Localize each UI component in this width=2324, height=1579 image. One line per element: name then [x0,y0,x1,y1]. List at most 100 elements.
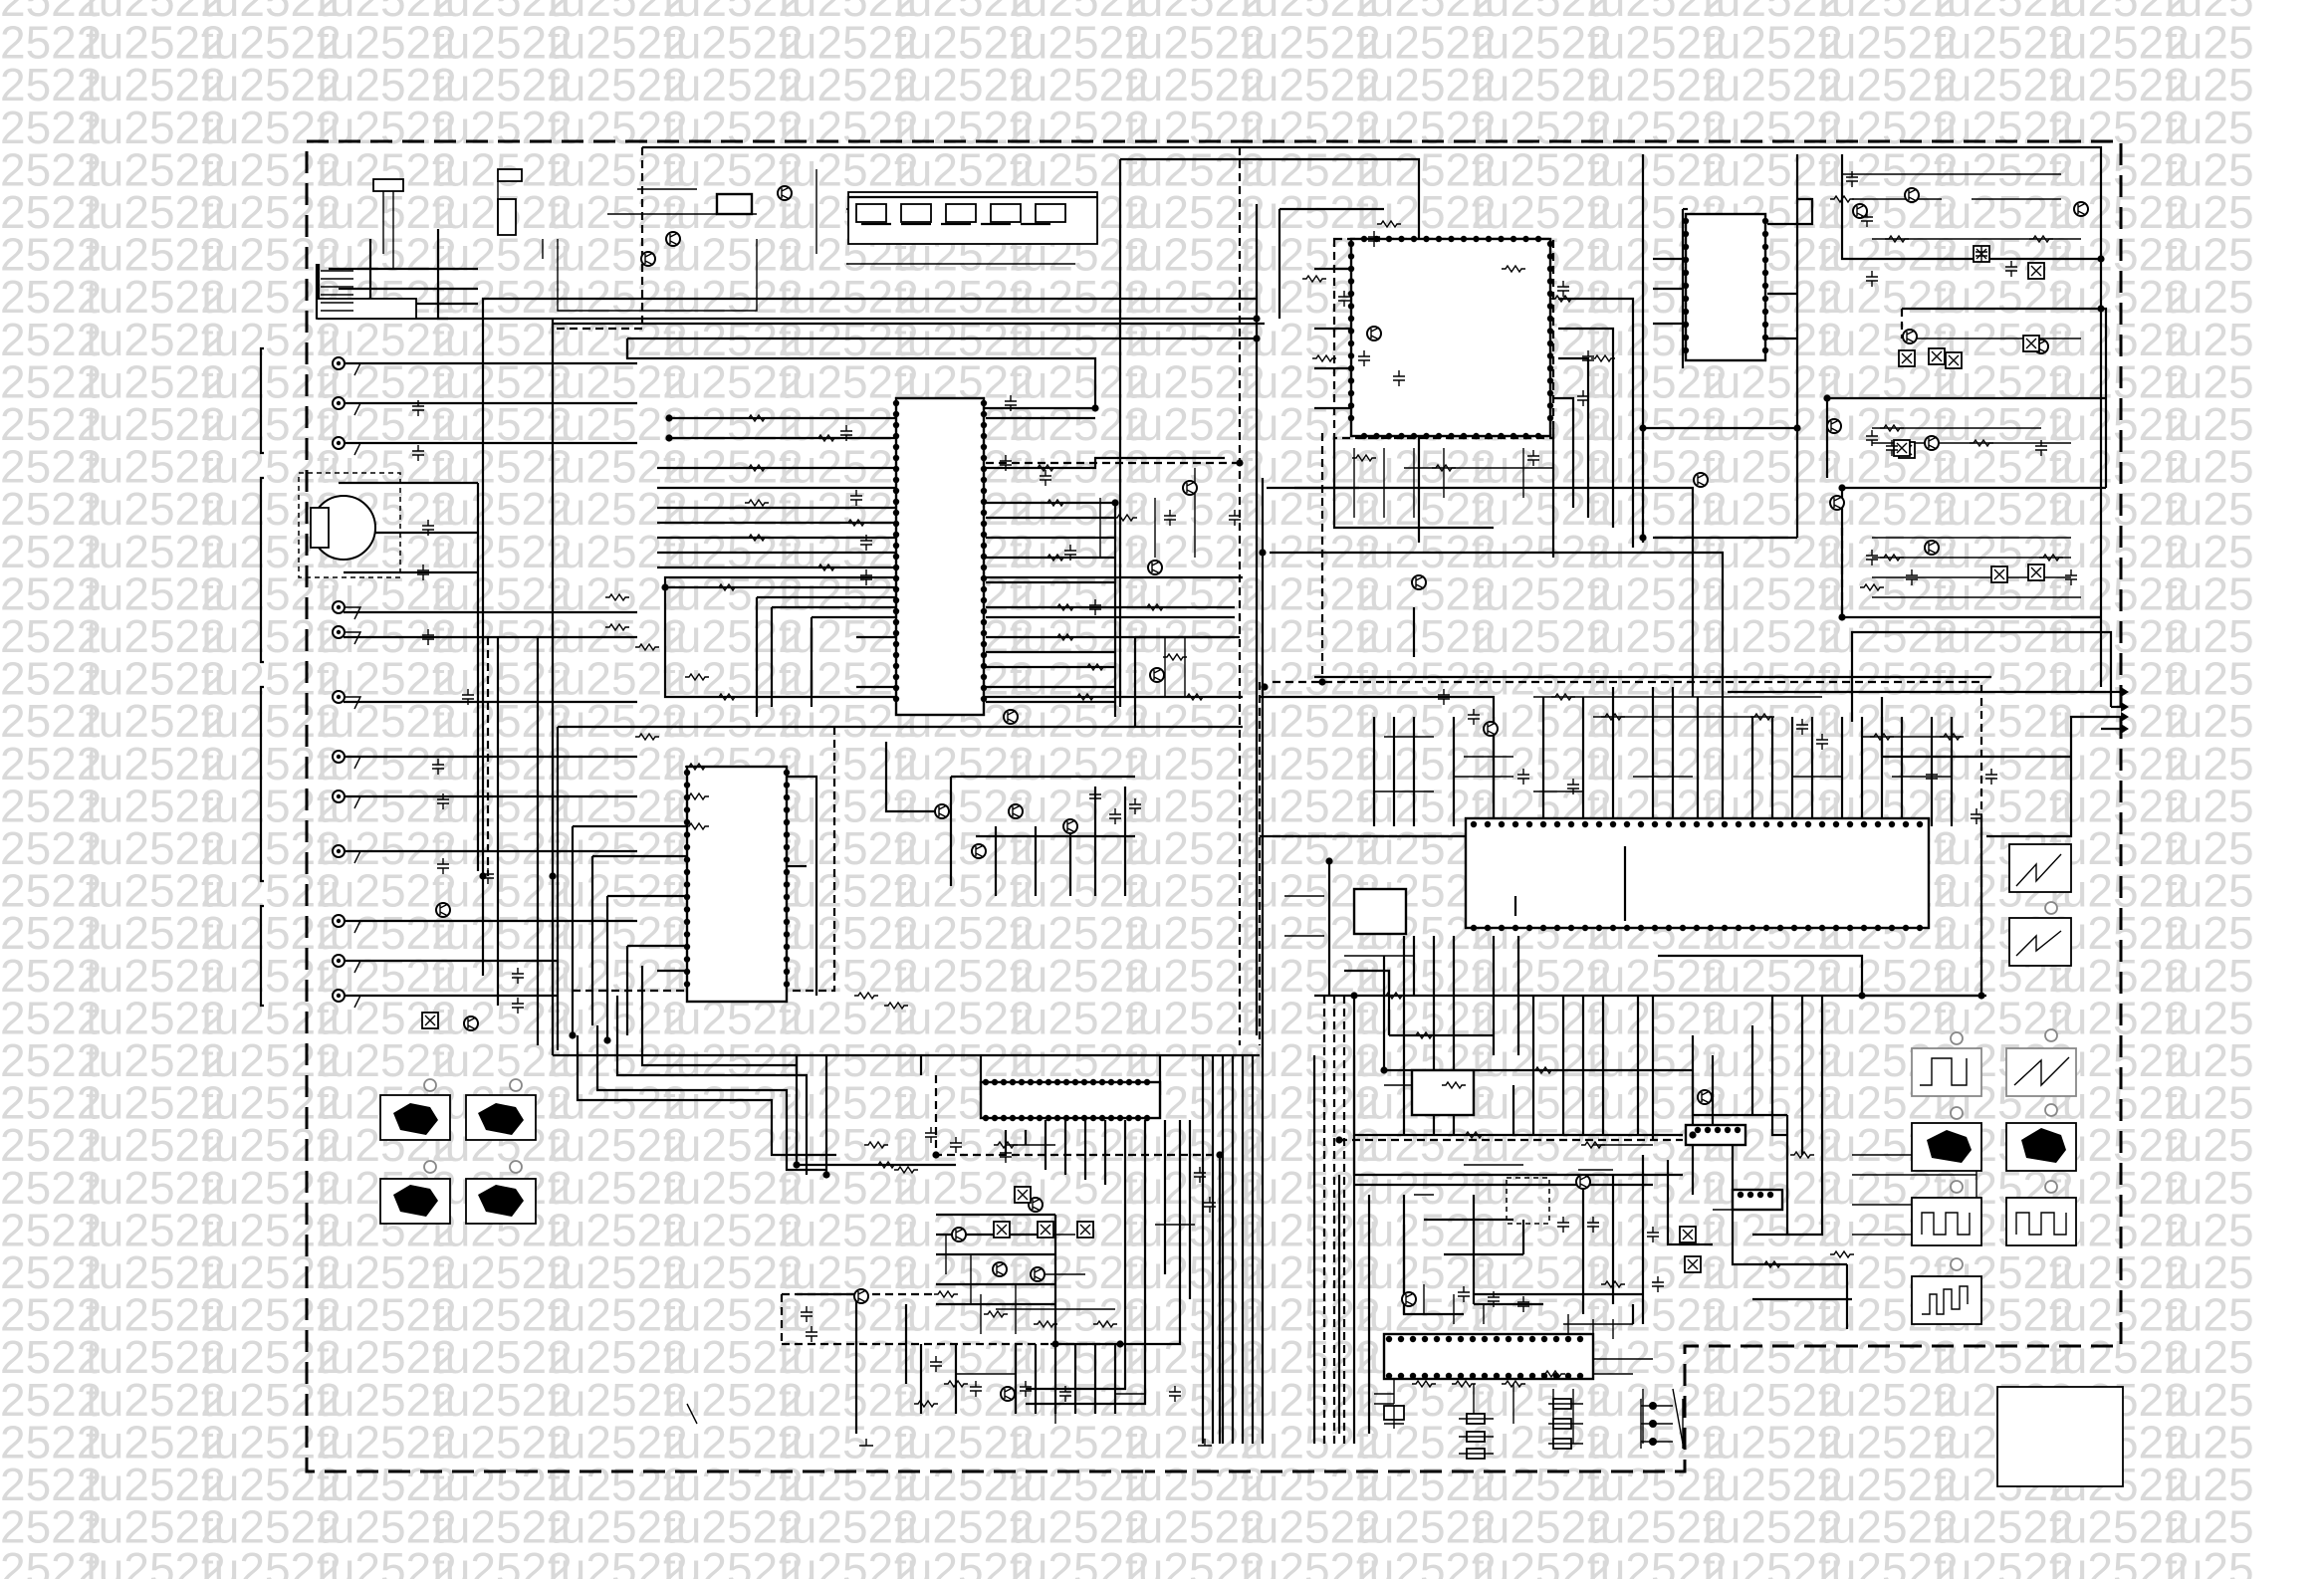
waveform-panels [379,843,2077,1325]
watermark-text: tu2522 [1934,483,2074,535]
transistor [463,1015,479,1031]
watermark-text: tu2522 [201,653,342,705]
capacitor [806,1326,817,1342]
junction-dot [1639,424,1647,432]
watermark-text: tu2522 [548,441,688,493]
ic-1 [894,396,986,717]
watermark-text: tu2522 [1703,610,1843,662]
watermark-text: tu2522 [1703,1543,1843,1579]
watermark-text: tu2522 [663,483,804,535]
watermark-text: tu2522 [1934,59,2074,111]
capacitor [1567,779,1579,794]
capacitor [860,569,872,585]
junction-dot [822,1171,830,1179]
junction-dot [2097,255,2105,263]
watermark-text: tu2522 [1010,950,1150,1002]
jack-connector [332,790,362,809]
watermark-text: tu2522 [1010,1543,1150,1579]
watermark-text: tu25 [2165,1162,2254,1214]
capacitor [432,759,444,775]
watermark-text: tu25 [2165,314,2254,365]
transistor [971,843,987,859]
watermark-text: tu25 [2165,102,2254,153]
jack-connector [332,625,362,645]
watermark-text: tu2522 [86,1204,226,1255]
watermark-text: tu2522 [1587,653,1728,705]
watermark-text: tu2522 [1241,695,1381,747]
watermark-text: tu2522 [201,441,342,493]
watermark-fragment: 2522 [0,950,102,1002]
watermark-text: tu2522 [201,1543,342,1579]
watermark-text: tu2522 [1703,0,1843,26]
watermark-text: tu2522 [86,610,226,662]
watermark-fragment: 2522 [0,441,102,493]
resistor [1412,1379,1436,1389]
watermark-text: tu2522 [2049,907,2190,959]
capacitor [437,793,449,809]
watermark-text: tu2522 [1125,229,1266,281]
watermark-text: tu2522 [432,1416,573,1467]
watermark-text: tu2522 [894,822,1035,874]
watermark-text: tu2522 [201,1459,342,1510]
watermark-text: tu2522 [317,17,457,69]
watermark-text: tu2522 [1934,1331,2074,1383]
capacitor [2035,440,2047,456]
main-wiring [259,145,2116,1444]
watermark-text: tu2522 [1934,0,2074,26]
watermark-text: tu2522 [779,59,919,111]
capacitor [1587,1217,1599,1233]
resistor [1183,692,1207,702]
capacitor [840,425,852,441]
junction-dot [1216,1151,1224,1159]
watermark-text: tu2522 [779,992,919,1043]
transistor [1401,1291,1417,1307]
watermark-text: tu2522 [201,567,342,619]
shield-modules [298,168,1098,578]
watermark-text: tu2522 [779,102,919,153]
watermark-text: tu2522 [1472,1077,1612,1129]
watermark-text: tu2522 [1818,1501,1959,1553]
watermark-text: tu2522 [2049,229,2190,281]
watermark-text: tu2522 [86,738,226,790]
watermark-text: tu2522 [779,780,919,831]
resistor [1302,274,1326,284]
watermark-text: tu2522 [1356,1543,1497,1579]
watermark-text: tu2522 [779,1331,919,1383]
watermark-text: tu2522 [1010,483,1150,535]
junction-dot [665,434,673,442]
watermark-text: tu2522 [1125,907,1266,959]
watermark-text: tu2522 [201,17,342,69]
watermark-text: tu2522 [317,1416,457,1467]
resistor [1551,692,1575,702]
watermark-fragment: 2522 [0,186,102,238]
watermark-text: tu2522 [1703,567,1843,619]
title-block [1996,1386,2124,1487]
diode-box [1037,1221,1054,1239]
watermark-text: tu2522 [663,0,804,26]
watermark-text: tu2522 [1587,738,1728,790]
watermark-text: tu2522 [201,59,342,111]
watermark-text: tu2522 [1010,102,1150,153]
resistor [715,692,739,702]
capacitor [1164,510,1176,526]
watermark-text: tu2522 [1703,950,1843,1002]
watermark-text: tu2522 [1010,780,1150,831]
watermark-text: tu2522 [432,229,573,281]
watermark-text: tu2522 [779,1246,919,1298]
watermark-text: tu2522 [894,0,1035,26]
watermark-text: tu2522 [548,1331,688,1383]
capacitor [1109,808,1121,824]
watermark-text: tu2522 [1010,526,1150,577]
watermark-text: tu2522 [1818,1459,1959,1510]
junction-dot [1823,394,1831,402]
watermark-text: tu2522 [201,1077,342,1129]
capacitor [1861,211,1873,227]
watermark-text: tu2522 [548,483,688,535]
watermark-text: tu25 [2165,1416,2254,1467]
watermark-fragment: 2522 [0,483,102,535]
watermark-text: tu2522 [1241,1119,1381,1171]
watermark-text: tu2522 [2049,483,2190,535]
watermark-text: tu2522 [894,1034,1035,1086]
watermark-fragment: 2522 [0,1077,102,1129]
capacitor [1517,769,1529,785]
